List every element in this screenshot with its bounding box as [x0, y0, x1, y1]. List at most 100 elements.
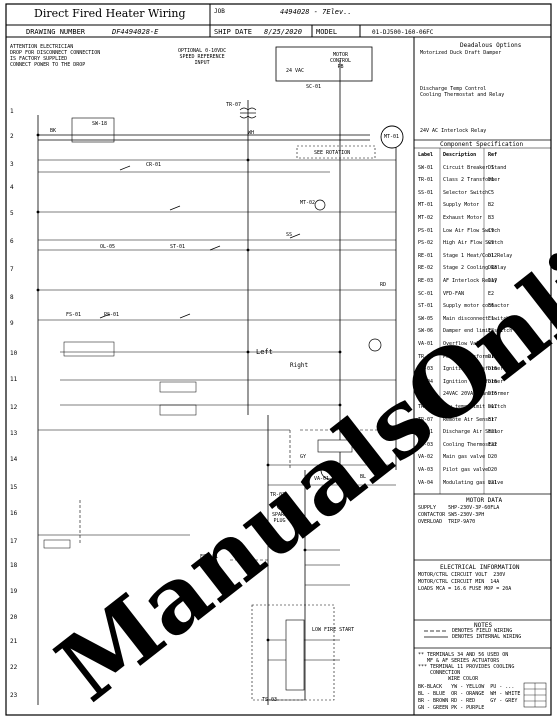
component-ref: D15	[488, 353, 498, 360]
component-description: Cooling Thermostat	[443, 441, 498, 448]
wire-color-row: BR - BROWN RD - RED GY - GREY	[418, 698, 518, 704]
component-ref: B3	[488, 215, 495, 221]
speed-reference-note: OPTIONAL 0-10VDC SPEED REFERENCE INPUT	[178, 48, 227, 66]
row-number: 22	[10, 664, 18, 671]
component-label: TR-03	[418, 366, 434, 373]
wire-color-row: BL - BLUE OR - ORANGE WH - WHITE	[418, 691, 521, 697]
component-label: Label	[418, 152, 434, 158]
component-label: SW-05	[418, 315, 434, 322]
component-label: VA-02	[418, 454, 434, 461]
wire-color-row: BK-BLACK YW - YELLOW PU - ...	[418, 684, 515, 690]
electrical-header: ELECTRICAL INFORMATION	[440, 564, 520, 571]
electrical-line: LOADS MCA = 16.6 FUSE MOP = 20A	[418, 586, 512, 592]
motor-data-header: MOTOR DATA	[466, 497, 503, 504]
component-description: Class 2 Transformer	[443, 177, 501, 184]
row-number: 16	[10, 510, 18, 517]
ship-date-value: 8/25/2020	[264, 28, 302, 36]
component-label: RE-02	[418, 265, 434, 272]
left-label: Left	[256, 348, 273, 356]
component-label: SW-01	[418, 164, 434, 171]
component-label: PS-02	[418, 240, 434, 247]
component-description: 24VAC 20VA Transformer	[443, 391, 510, 398]
component-label: RE-03	[418, 278, 434, 284]
row-number: 8	[10, 294, 14, 301]
component-label: TR-07	[418, 416, 434, 423]
row-number: 3	[10, 161, 14, 168]
relay-cr01-label: CR-01	[146, 162, 162, 168]
component-description: Supply motor contactor	[443, 303, 510, 310]
component-label: TR-04	[418, 378, 434, 385]
component-label: TS-01	[418, 429, 434, 436]
tr07-label: TR-07	[226, 102, 242, 108]
component-description: Overflow Valve	[443, 341, 486, 347]
row-number: 14	[10, 456, 18, 463]
motor-control-note: MOTOR CONTROL PB	[330, 52, 352, 70]
row-number: 18	[10, 562, 18, 569]
sc01-label: SC-01	[306, 84, 322, 90]
row-number: 1	[10, 108, 14, 115]
wire-color-row: GN - GREEN PK - PURPLE	[418, 705, 485, 711]
component-description: Ignition Transformer	[443, 366, 504, 373]
motor-data-line: OVERLOAD TRIP-9A70	[418, 519, 476, 525]
row-number: 13	[10, 430, 18, 437]
component-ref: E17	[488, 416, 498, 423]
wire-gy-label: GY	[300, 454, 307, 460]
job-value: 4494028 - 7Elev..	[280, 8, 352, 16]
option-item: 24V AC Interlock Relay	[420, 128, 487, 134]
row-number: 9	[10, 320, 14, 327]
component-label: TR-05	[418, 391, 434, 398]
component-ref: E21	[488, 479, 498, 486]
pressure-switch-label: PS-01	[104, 312, 120, 318]
component-description: Low Air Flow Switch	[443, 227, 501, 234]
component-label: TR-06	[418, 404, 434, 410]
wire-bl-label: BL	[360, 474, 367, 480]
contactor-label: ST-01	[170, 244, 186, 250]
row-number: 23	[10, 692, 18, 699]
attention-note: ATTENTION ELECTRICIAN DROP FOR DISCONNEC…	[10, 44, 101, 68]
component-ref: D20	[488, 454, 498, 461]
component-table-header: Component Specification	[440, 141, 524, 148]
model-value: 01-DJ500-160-06FC	[372, 29, 434, 36]
component-description: Discharge Air Sensor	[443, 429, 504, 436]
component-label: SC-01	[418, 290, 434, 297]
legend-field-wiring: DENOTES FIELD WIRING	[452, 628, 513, 634]
component-label: VA-03	[418, 467, 434, 473]
component-ref: E14	[488, 341, 498, 347]
row-number: 19	[10, 588, 18, 595]
valve-va01-label: VA-01	[314, 476, 330, 482]
row-number: 6	[10, 238, 14, 245]
motor-data-line: SUPPLY 5HP-230V-3P-60FLA	[418, 505, 500, 511]
row-number: 12	[10, 404, 18, 411]
component-description: Stage 1 Heat/Cool Relay	[443, 252, 513, 259]
component-ref: D17	[488, 404, 498, 410]
component-description: Main disconnect switch	[443, 315, 510, 322]
legend-header: NOTES	[474, 622, 493, 629]
drawing-number-label: DRAWING NUMBER	[26, 28, 86, 36]
component-description: Selector Switch	[443, 189, 489, 196]
electrical-line: MOTOR/CTRL CIRCUIT MIN 14A	[418, 579, 500, 585]
component-ref: E6	[488, 303, 495, 310]
component-description: Stage 2 Cooling Relay	[443, 265, 507, 272]
right-label: Right	[290, 362, 309, 369]
terminal-note: ** TERMINALS 34 AND 56 USED ON MF & AF S…	[418, 652, 515, 676]
ship-date-label: SHIP DATE	[214, 28, 252, 36]
wire-rd-label: RD	[380, 282, 387, 288]
component-ref: C9	[488, 240, 495, 247]
row-number: 7	[10, 266, 14, 273]
component-description: Description	[443, 152, 477, 158]
model-label: MODEL	[316, 28, 338, 36]
motor-data-line: CONTACTOR SW5-230V-3PH	[418, 512, 485, 518]
wire-bk-label: BK	[50, 128, 57, 134]
component-description: Modulating gas valve	[443, 479, 504, 486]
component-label: MT-01	[418, 202, 434, 209]
component-description: High Air Flow Switch	[443, 240, 504, 247]
row-number: 2	[10, 133, 14, 140]
fsc-label: FSC-01	[200, 554, 219, 560]
rotation-note: SEE ROTATION	[314, 150, 351, 156]
component-label: TR-01	[418, 177, 434, 184]
component-ref: C5	[488, 189, 495, 196]
motor-mt01-label: MT-01	[384, 134, 400, 140]
component-ref: D12	[488, 252, 498, 259]
row-number: 4	[10, 184, 14, 191]
component-label: VA-04	[418, 479, 434, 486]
